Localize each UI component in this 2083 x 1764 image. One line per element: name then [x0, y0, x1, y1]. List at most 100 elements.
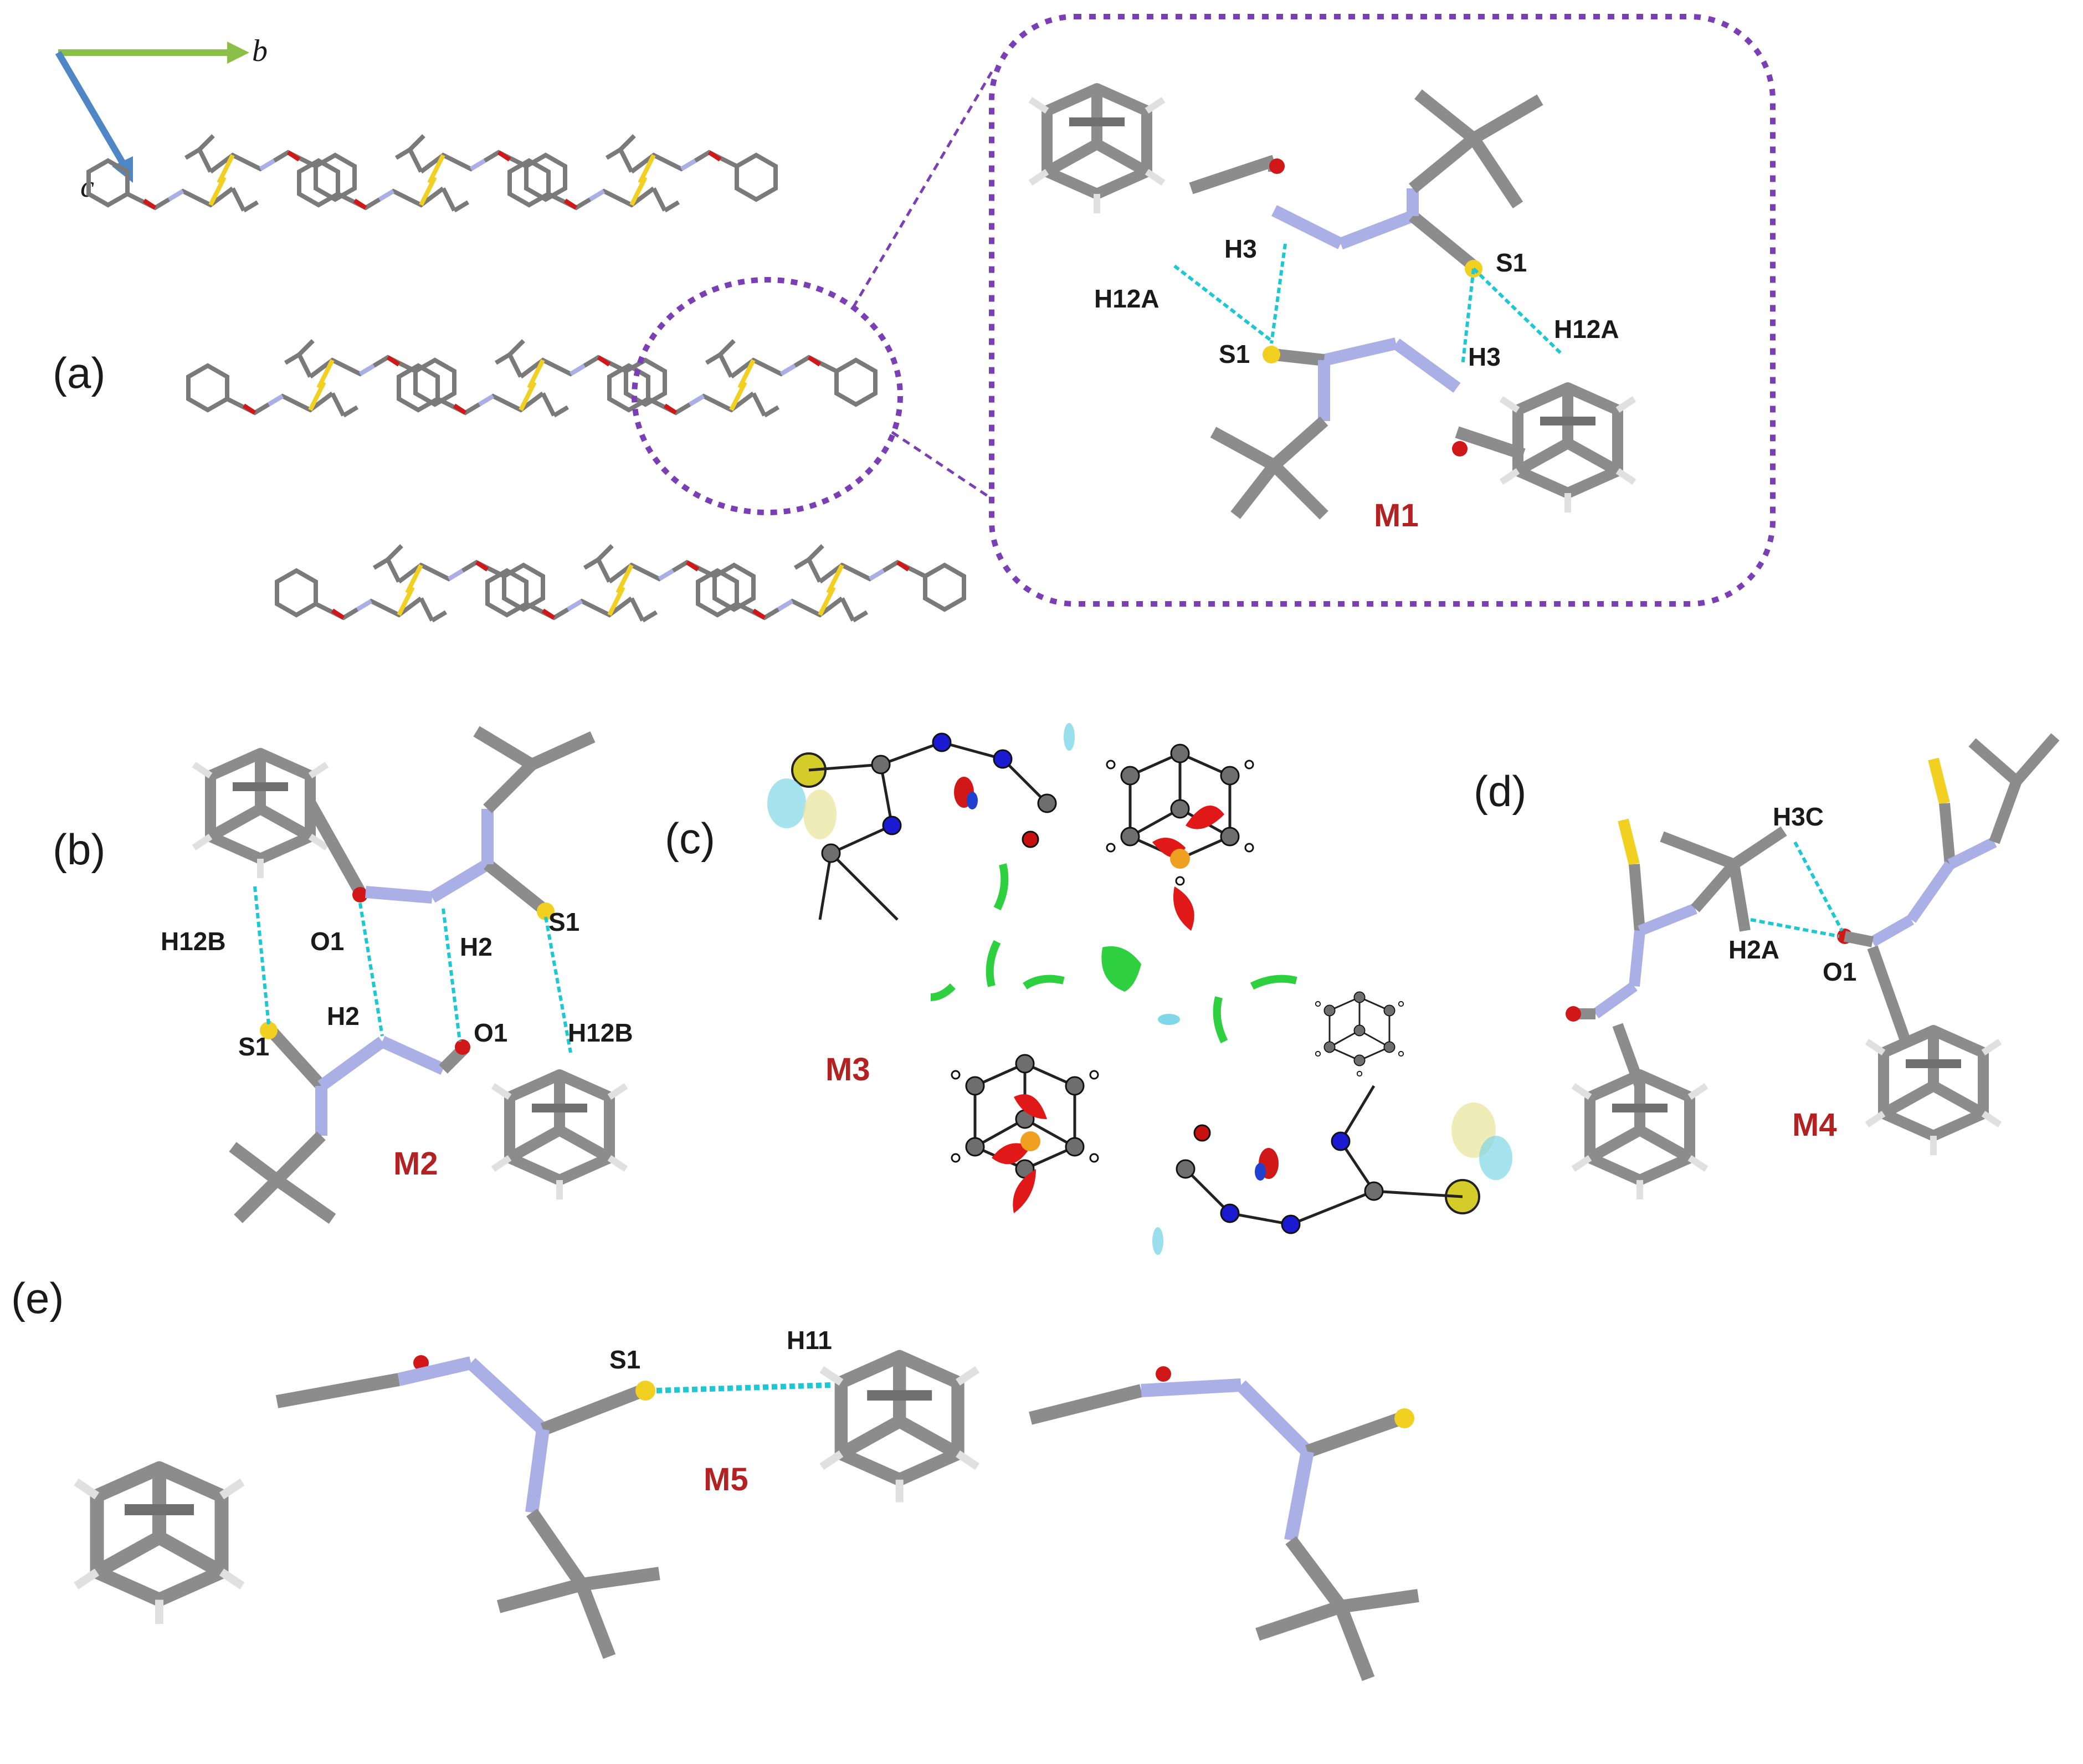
adamantyl-cage [194, 753, 327, 878]
panel-a: b c (a) [53, 34, 993, 621]
contact-line [1270, 243, 1287, 344]
atom-label-h3: H3 [1468, 342, 1501, 371]
atom-label-h12a: H12A [1554, 315, 1619, 343]
axis-b-label: b [252, 34, 268, 68]
sulfur-atom [260, 1022, 278, 1039]
adamantyl-cage [1867, 1030, 2000, 1155]
bond [1947, 837, 1997, 869]
bond [830, 824, 893, 855]
sulfur-atom [537, 902, 555, 920]
bond [808, 763, 881, 772]
bond [1270, 416, 1328, 470]
contact-line [1750, 918, 1840, 938]
atom-label-h2a: H2A [1728, 935, 1779, 964]
oxygen-atom [1452, 441, 1468, 457]
hydrazide-bond [1271, 205, 1343, 249]
hydrazide-bond [1629, 930, 1645, 987]
thioamide-bond [1305, 1412, 1404, 1458]
bond [1728, 863, 1751, 932]
bond [529, 731, 596, 771]
oxygen-atom [1156, 1366, 1171, 1382]
bond [1638, 903, 1697, 936]
sulfur-atom [1263, 346, 1280, 363]
bond [1334, 1604, 1375, 1681]
bond [1414, 89, 1477, 143]
oxygen-atom [1022, 830, 1039, 848]
atom-label-s1: S1 [238, 1032, 269, 1061]
bond [879, 764, 894, 826]
adamantyl-cage [1030, 89, 1163, 213]
bond [1612, 1023, 1645, 1088]
oxygen-atom [352, 887, 368, 902]
adamantyl-cage [493, 1075, 626, 1199]
hydrazide-bond [1906, 861, 1955, 923]
bond [1968, 738, 2020, 786]
hydrazide-bond [1322, 337, 1398, 366]
zoom-connector-top [851, 71, 993, 309]
contact-line [1793, 841, 1844, 932]
atom-label-o1: O1 [474, 1018, 507, 1047]
atom-label-h11: H11 [787, 1326, 832, 1355]
bond [1002, 758, 1048, 804]
adamantyl-cage [822, 1356, 977, 1502]
bond [1229, 1212, 1291, 1226]
bond [525, 1428, 550, 1514]
carbon-atom [1037, 793, 1057, 813]
bond [275, 1373, 401, 1408]
bond [1339, 1085, 1376, 1142]
sulfur-atom [1394, 1408, 1414, 1428]
hydrazide-bond [365, 886, 433, 904]
bond [1468, 135, 1523, 209]
adamantyl-cage [952, 1055, 1098, 1195]
motif-label-m3: M3 [825, 1052, 870, 1088]
bond [273, 1131, 326, 1184]
axis-c-arrow [55, 50, 128, 168]
tert-butyl-group [1315, 991, 1404, 1077]
adamantyl-cage [1573, 1075, 1706, 1199]
bond [1189, 155, 1276, 194]
hydrazide-bond [1141, 1378, 1241, 1397]
nitrogen-atom [932, 732, 952, 752]
bond [1284, 1450, 1314, 1542]
nitrogen-atom [1281, 1214, 1301, 1234]
zoom-frame [989, 14, 1776, 607]
carbon-atom [1176, 1159, 1196, 1179]
panel-e: (e) S1 H11 M5 [11, 1274, 1419, 1681]
panel-label-b: (b) [53, 825, 105, 874]
bond [1660, 831, 1736, 870]
carbon-atom [871, 755, 891, 775]
contact-line [253, 886, 270, 1025]
carbon-atom [1364, 1181, 1384, 1201]
bond [273, 1175, 336, 1224]
axis-b-arrowhead [227, 42, 249, 64]
atom-label-h12b: H12B [568, 1018, 633, 1047]
contact-line [1472, 267, 1564, 356]
adamantyl-cage [76, 1468, 243, 1624]
oxygen-atom [1566, 1006, 1581, 1022]
atom-label-h12a: H12A [1094, 284, 1159, 313]
bond [1691, 860, 1738, 912]
contact-line [1461, 268, 1475, 366]
contact-line [656, 1382, 832, 1393]
bond [1939, 803, 1956, 865]
atom-label-o1: O1 [1823, 957, 1856, 986]
motif-label-m2: M2 [393, 1146, 438, 1182]
hydrazide-bond [379, 1035, 446, 1075]
atom-label-s1: S1 [609, 1345, 640, 1374]
zoom-connector-bottom [891, 430, 993, 500]
nitrogen-atom [1331, 1131, 1351, 1151]
packing-molecule [188, 341, 454, 416]
contact-line [1173, 264, 1273, 342]
atom-label-s1: S1 [548, 907, 579, 936]
bond [1340, 1589, 1419, 1613]
bond [1290, 1189, 1374, 1226]
motif-label-m5: M5 [704, 1462, 748, 1498]
oxygen-atom [1193, 1124, 1211, 1142]
bond [1230, 461, 1279, 519]
motif-label-m4: M4 [1792, 1107, 1837, 1143]
bond [1210, 427, 1277, 471]
nci-surfaces [767, 723, 1512, 1255]
hydrazide-bond [1392, 339, 1461, 393]
bond [818, 853, 833, 920]
